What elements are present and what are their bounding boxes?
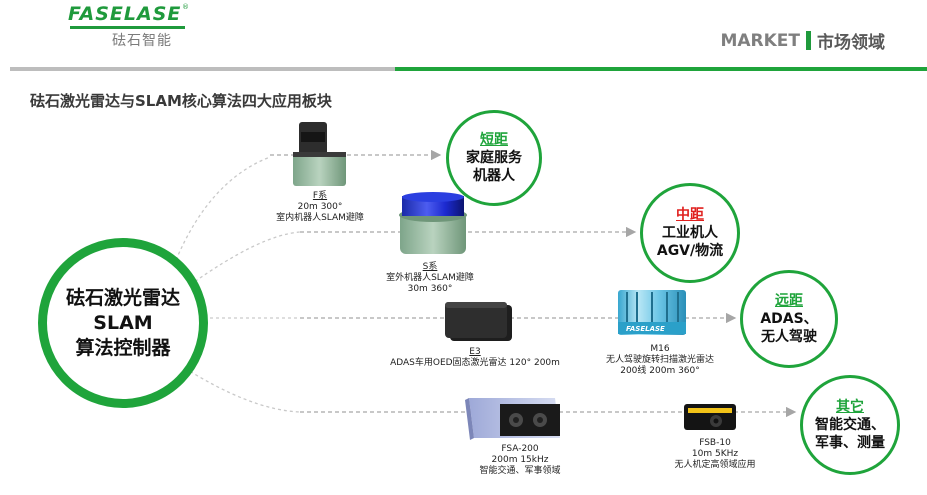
segment-mid-head: 中距 (676, 206, 704, 223)
section-header: MARKET 市场领域 (720, 28, 885, 54)
segment-short-range: 短距 家庭服务 机器人 (446, 110, 542, 206)
e3-name: E3 (469, 347, 481, 357)
section-title-divider (806, 31, 811, 50)
e3-desc: ADAS车用OED固态激光雷达 120° 200m (390, 358, 560, 368)
segment-mid-body: 工业机人 AGV/物流 (656, 224, 724, 259)
segment-other-head: 其它 (836, 398, 864, 415)
fan-lines (175, 156, 301, 413)
segment-mid-range: 中距 工业机人 AGV/物流 (640, 183, 740, 283)
m16-spec: 200线 200m 360° (620, 366, 700, 376)
fsa-200-name: FSA-200 (501, 444, 539, 454)
segment-long-range: 远距 ADAS、 无人驾驶 (740, 270, 838, 368)
fan-line-mid (189, 231, 301, 286)
center-line-1: 砝石激光雷达 (65, 286, 180, 309)
section-title-cn: 市场领域 (817, 33, 885, 53)
fsb-10-device (684, 404, 736, 430)
section-title-en: MARKET (720, 30, 800, 51)
fsb-10-use: 无人机定高领域应用 (674, 460, 756, 470)
fsa-200-spec: 200m 15kHz (491, 455, 549, 465)
caption-fsa-200: FSA-200 200m 15kHz 智能交通、军事领域 (465, 444, 575, 477)
caption-s-series: S系 室外机器人SLAM避障 30m 360° (380, 262, 480, 295)
fsa-200-use: 智能交通、军事领域 (479, 466, 561, 476)
e3-device (445, 302, 512, 341)
segment-other-body: 智能交通、 军事、测量 (815, 416, 885, 451)
m16-brand-label: FASELASE (626, 325, 665, 333)
f-series-spec: 20m 300° (297, 202, 343, 212)
s-series-name: S系 (422, 262, 438, 272)
s-series-spec: 30m 360° (407, 284, 453, 294)
caption-fsb-10: FSB-10 10m 5KHz 无人机定高领域应用 (660, 438, 770, 471)
center-line-2: SLAM (93, 311, 153, 334)
fsb-10-name: FSB-10 (699, 438, 731, 448)
f-series-name: F系 (312, 191, 328, 201)
logo-wordmark: FASELASE (68, 3, 182, 25)
logo-registered-mark: ® (182, 3, 189, 11)
f-series-device (293, 122, 346, 186)
center-line-3: 算法控制器 (75, 336, 171, 359)
header-rule-grey (10, 67, 395, 71)
s-series-device (399, 192, 467, 254)
segment-short-head: 短距 (480, 131, 508, 148)
segment-short-body: 家庭服务 机器人 (466, 149, 522, 184)
logo-underline (70, 26, 185, 29)
s-series-use: 室外机器人SLAM避障 (386, 273, 474, 283)
segment-long-body: ADAS、 无人驾驶 (760, 310, 818, 345)
fan-line-other (179, 364, 301, 413)
f-series-use: 室内机器人SLAM避障 (276, 213, 364, 223)
segment-long-head: 远距 (775, 292, 803, 309)
m16-device (618, 290, 686, 335)
m16-name: M16 (650, 344, 670, 354)
segment-other: 其它 智能交通、 军事、测量 (800, 375, 900, 475)
logo-chinese-name: 砝石智能 (112, 33, 172, 49)
page-title: 砝石激光雷达与SLAM核心算法四大应用板块 (30, 92, 332, 110)
m16-desc: 无人驾驶旋转扫描激光雷达 (605, 355, 714, 365)
fsa-200-device (465, 398, 560, 440)
caption-e3: E3 ADAS车用OED固态激光雷达 120° 200m (380, 347, 570, 369)
caption-m16: M16 无人驾驶旋转扫描激光雷达 200线 200m 360° (590, 344, 730, 377)
center-controller-circle: 砝石激光雷达 SLAM 算法控制器 (38, 238, 208, 408)
fsb-10-spec: 10m 5KHz (691, 449, 739, 459)
fan-line-short (175, 156, 271, 261)
caption-f-series: F系 20m 300° 室内机器人SLAM避障 (270, 191, 370, 224)
header-rule-green (395, 67, 927, 71)
